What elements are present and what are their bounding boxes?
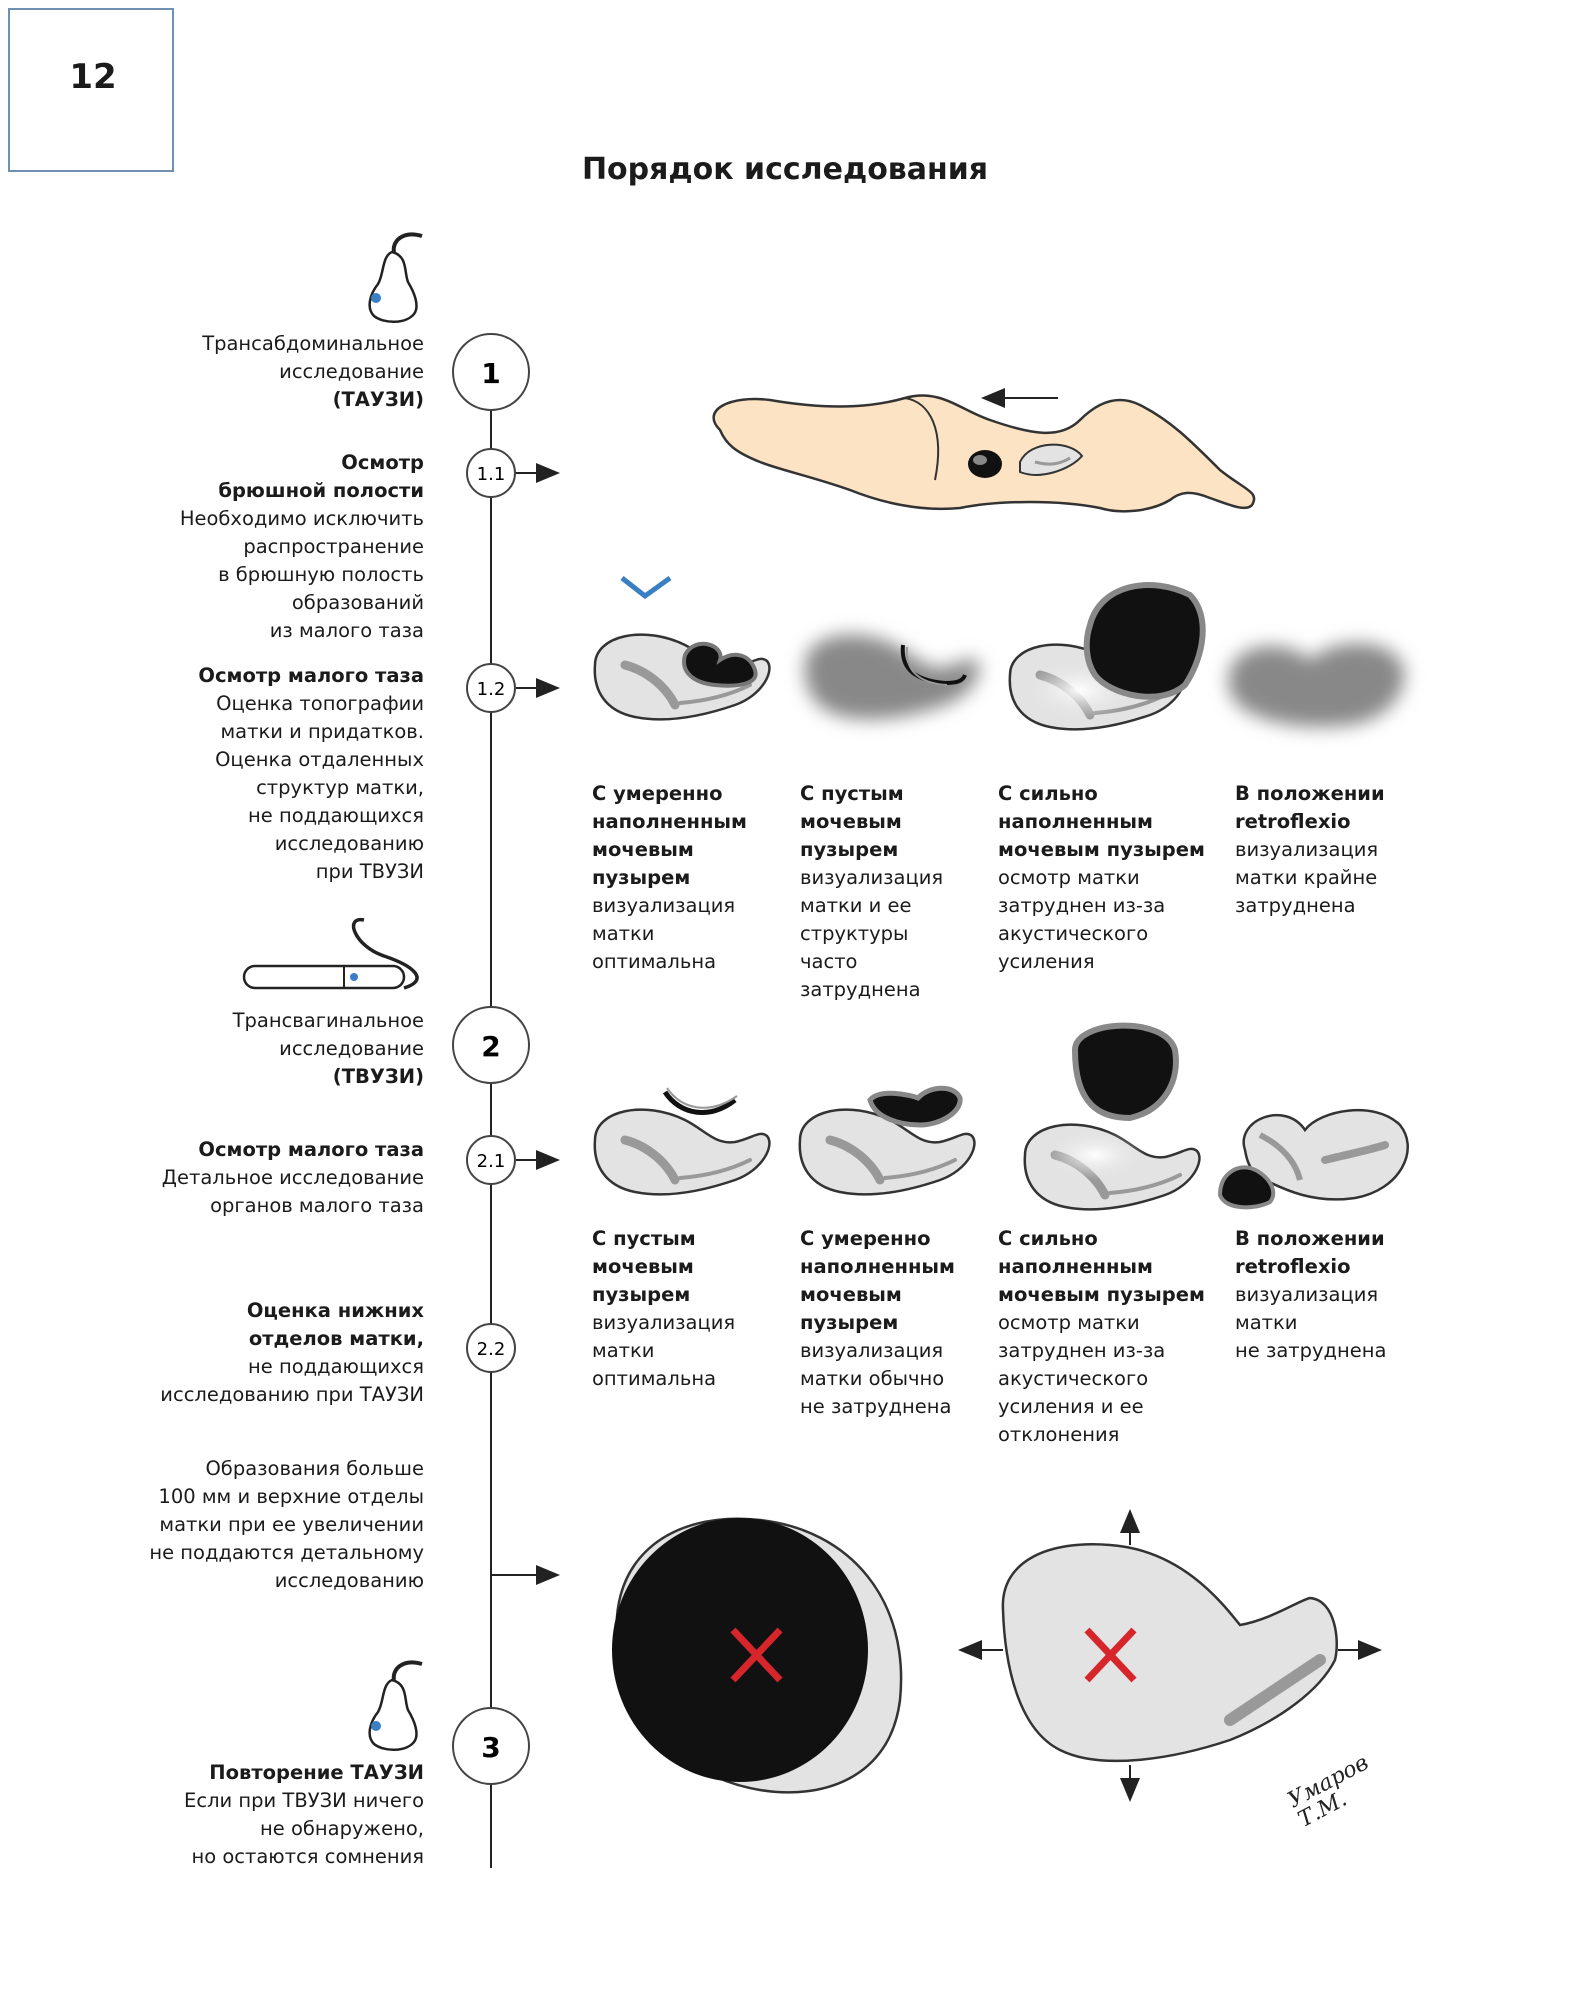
row1-fig-empty-bladder	[804, 634, 980, 720]
step-circle-1: 1	[452, 333, 530, 411]
step-1-number: 1	[481, 357, 500, 390]
row1-fig-retroflexio	[1228, 643, 1405, 727]
row2-fig-retroflexio	[1217, 1109, 1409, 1210]
step-2-number: 2	[481, 1030, 500, 1063]
row2-fig-empty-bladder	[595, 1087, 770, 1194]
step-1-2-number: 1.2	[477, 679, 506, 700]
row1-fig-moderate-bladder	[595, 635, 770, 720]
step-circle-2-2: 2.2	[466, 1323, 516, 1373]
step-2-2-number: 2.2	[477, 1339, 506, 1360]
row1-caption-2: С пустым мочевым пузырем визуализация ма…	[800, 782, 944, 1001]
row1-fig-full-bladder	[1010, 582, 1206, 729]
step-circle-1-2: 1.2	[466, 663, 516, 713]
step-1-text: Трансабдоминальное исследование (ТАУЗИ)	[202, 332, 424, 411]
row2-fig-moderate-bladder	[800, 1085, 975, 1194]
step-circle-2: 2	[452, 1006, 530, 1084]
step-circle-1-1: 1.1	[466, 448, 516, 498]
step-1-1-number: 1.1	[477, 464, 506, 485]
enlarged-uterus-illustration	[958, 1509, 1382, 1802]
step-2-2-text: Оценка нижних отделов матки, не поддающи…	[160, 1299, 424, 1406]
step-2-text: Трансвагинальное исследование (ТВУЗИ)	[232, 1009, 424, 1088]
row2-caption-1: С пустым мочевым пузырем визуализация ма…	[592, 1227, 736, 1390]
cross-icon	[730, 1627, 783, 1683]
large-mass-text: Образования больше 100 мм и верхние отде…	[149, 1457, 424, 1592]
patient-body-illustration	[712, 388, 1256, 513]
row2-caption-4: В положении retroflexio визуализация мат…	[1235, 1227, 1387, 1362]
row1-caption-4: В положении retroflexio визуализация мат…	[1235, 782, 1385, 917]
transvaginal-probe-icon	[242, 918, 419, 990]
large-cyst-illustration	[612, 1517, 903, 1794]
page-number-box: 12	[8, 8, 174, 172]
transabdominal-probe-icon	[368, 232, 423, 323]
row1-caption-3: С сильно наполненным мочевым пузырем осм…	[998, 782, 1205, 973]
page-title: Порядок исследования	[581, 152, 989, 187]
step-2-1-number: 2.1	[477, 1151, 506, 1172]
step-circle-3: 3	[452, 1707, 530, 1785]
row2-fig-full-bladder	[1025, 1022, 1200, 1210]
page-number: 12	[69, 57, 117, 97]
step-1-2-text: Осмотр малого таза Оценка топографии мат…	[198, 664, 424, 883]
step-2-1-text: Осмотр малого таза Детальное исследовани…	[161, 1138, 424, 1217]
row1-caption-1: С умеренно наполненным мочевым пузырем в…	[592, 782, 748, 973]
row2-caption-2: С умеренно наполненным мочевым пузырем в…	[800, 1227, 956, 1418]
transabdominal-probe-icon-2	[368, 1660, 423, 1751]
step-circle-2-1: 2.1	[466, 1135, 516, 1185]
step-3-number: 3	[481, 1731, 500, 1764]
cross-icon-2	[1084, 1627, 1137, 1683]
row2-caption-3: С сильно наполненным мочевым пузырем осм…	[998, 1227, 1205, 1446]
step-1-1-text: Осмотр брюшной полости Необходимо исключ…	[179, 451, 424, 642]
check-icon	[620, 575, 672, 600]
step-3-text: Повторение ТАУЗИ Если при ТВУЗИ ничего н…	[184, 1761, 424, 1868]
